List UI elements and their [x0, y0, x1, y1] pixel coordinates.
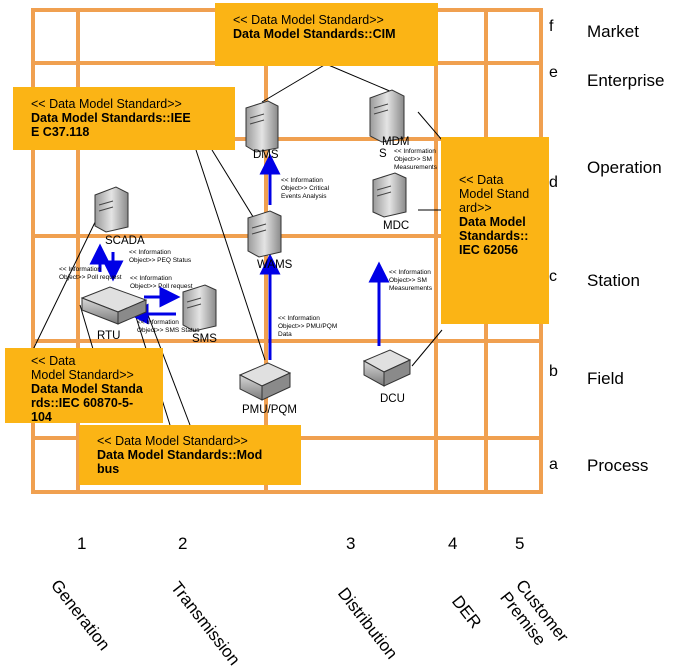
- domain-number-1: 1: [77, 534, 87, 553]
- zone-letter-b: b: [549, 363, 558, 380]
- zone-field: Field: [587, 369, 624, 388]
- label-mdc: MDC: [383, 220, 410, 232]
- zone-station: Station: [587, 271, 640, 290]
- zone-letter-e: e: [549, 64, 558, 81]
- rtu-device-icon: [80, 286, 148, 325]
- dms-server-icon: [245, 100, 279, 153]
- domain-number-5: 5: [515, 534, 525, 553]
- note-modbus: << Data Model Standard>> Data Model Stan…: [79, 425, 301, 485]
- zone-letter-d: d: [549, 174, 558, 191]
- zone-letter-f: f: [549, 18, 554, 35]
- note-cim: << Data Model Standard>> Data Model Stan…: [215, 3, 438, 66]
- label-scada: SCADA: [105, 235, 145, 247]
- zone-process: Process: [587, 456, 649, 475]
- note-ieee-c37-118: << Data Model Standard>> Data Model Stan…: [13, 87, 235, 150]
- note-iec-60870-5-104: << Data Model Standard>> Data Model Stan…: [5, 348, 163, 424]
- domain-number-3: 3: [346, 534, 356, 553]
- label-sms: SMS: [192, 333, 217, 345]
- label-dms: DMS: [253, 149, 279, 161]
- mdm-server-icon: [369, 89, 405, 143]
- sms-server-icon: [182, 284, 217, 332]
- label-dcu: DCU: [380, 393, 405, 405]
- label-mdm: MDM: [382, 136, 410, 148]
- scada-server-icon: [94, 186, 129, 233]
- zone-operation: Operation: [587, 158, 662, 177]
- label-wams: WAMS: [257, 259, 293, 271]
- label-rtu: RTU: [97, 330, 121, 342]
- dcu-device-icon: [362, 349, 412, 387]
- domain-number-2: 2: [178, 534, 188, 553]
- pmu-device-icon: [238, 362, 292, 401]
- association-lines: [27, 63, 443, 426]
- note-iec-62056: << Data Model Stand ard>> Data Model Sta…: [441, 137, 549, 324]
- zone-letter-c: c: [549, 268, 557, 285]
- mdc-server-icon: [372, 172, 407, 218]
- wams-server-icon: [247, 210, 282, 258]
- message-arrows: [89, 153, 390, 360]
- zone-market: Market: [587, 22, 639, 41]
- zone-enterprise: Enterprise: [587, 71, 665, 90]
- label-mdm-s: S: [379, 148, 387, 160]
- domain-number-4: 4: [448, 534, 458, 553]
- label-pmu-pqm: PMU/PQM: [242, 404, 297, 416]
- zone-letter-a: a: [549, 456, 558, 473]
